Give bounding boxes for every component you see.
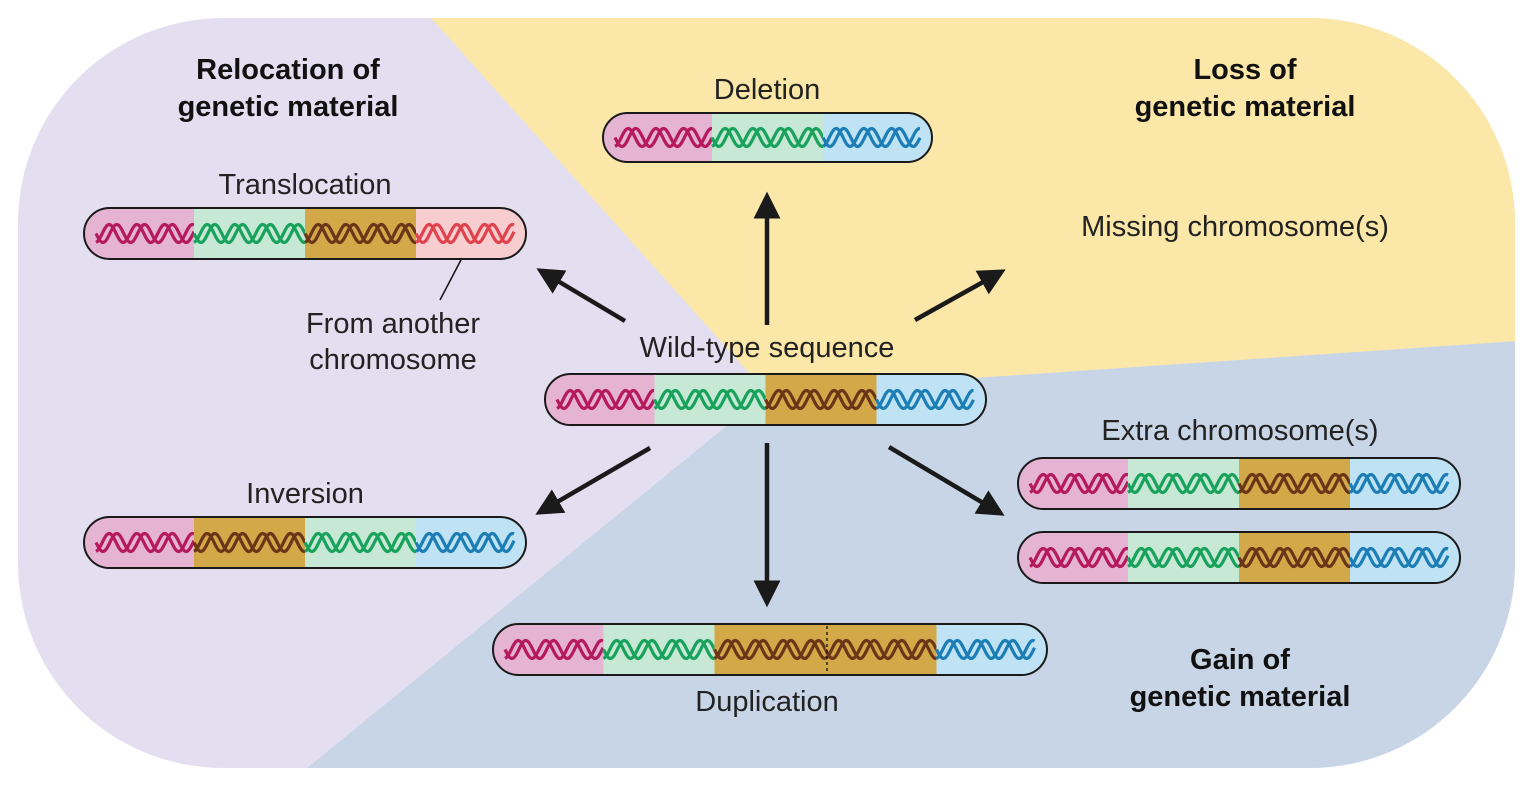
wild-type-label: Wild-type sequence [640, 332, 895, 364]
helix-strand-gold [713, 638, 826, 661]
gain-heading-line2: genetic material [1130, 681, 1351, 713]
helix-strand-blue [822, 126, 921, 149]
helix-strand-gold [192, 531, 307, 554]
chromosome-outline [544, 373, 987, 426]
helix-strand-green [653, 388, 766, 411]
relocation-heading-line2: genetic material [178, 91, 399, 123]
duplication-chromosome [492, 623, 1048, 676]
helix-strand-green [653, 388, 767, 411]
helix-strand-gold [824, 638, 937, 661]
loss-heading-line2: genetic material [1135, 91, 1356, 123]
loss-region [415, 18, 1515, 393]
deletion-chromosome [602, 112, 933, 163]
loss-heading-line1: Loss of [1193, 54, 1296, 86]
helix-strand-gold [1237, 472, 1352, 495]
inversion-chromosome [83, 516, 527, 569]
arrows [535, 191, 1006, 608]
duplication-label: Duplication [695, 686, 838, 718]
helix-strand-green [303, 531, 418, 554]
helix-strand-green [192, 222, 307, 245]
helix-strand-pink [556, 388, 655, 411]
helix-strand-green [711, 126, 824, 149]
gain-heading-line1: Gain of [1190, 644, 1290, 676]
helix-strand-pink [614, 126, 713, 149]
helix-strand-rose [415, 222, 515, 245]
helix-strand-gold [1237, 546, 1352, 569]
helix-strand-gold [764, 388, 878, 411]
chromosome-outline [492, 623, 1048, 676]
from-another-label-line1: From another [306, 308, 480, 340]
helix-strand-gold [764, 388, 877, 411]
chromosome-outline [83, 516, 527, 569]
helix-strand-green [1126, 472, 1241, 495]
from-another-label-line2: chromosome [309, 344, 477, 376]
helix-strand-gold [304, 222, 417, 245]
helix-strand-green [710, 126, 825, 149]
helix-strand-gold [193, 531, 306, 554]
helix-strand-green [602, 638, 715, 661]
arrow-to-inversion [535, 446, 652, 515]
extra-chromosome-label: Extra chromosome(s) [1101, 415, 1378, 447]
helix-strand-pink [95, 531, 195, 554]
helix-strand-green [193, 222, 306, 245]
helix-strand-blue [875, 388, 974, 411]
chromosome-outline [83, 207, 527, 260]
helix-strand-green [1127, 546, 1240, 569]
helix-strand-gold [303, 222, 418, 245]
helix-strand-green [602, 638, 716, 661]
translocation-chromosome [83, 207, 527, 260]
wild-type-chromosome [544, 373, 987, 426]
helix-strand-gold [713, 638, 827, 661]
helix-strand-green [304, 531, 417, 554]
from-another-pointer-line [439, 257, 463, 301]
inversion-label: Inversion [246, 478, 364, 510]
helix-strand-blue [1349, 472, 1449, 495]
relocation-heading-line1: Relocation of [196, 54, 380, 86]
deletion-label: Deletion [714, 74, 820, 106]
helix-strand-gold [1238, 546, 1351, 569]
chromosome-outline [602, 112, 933, 163]
helix-strand-gold [824, 638, 938, 661]
missing-chromosome-label: Missing chromosome(s) [1081, 211, 1389, 243]
translocation-label: Translocation [218, 169, 391, 201]
extra-chromosome-2 [1017, 531, 1461, 584]
helix-strand-blue [415, 531, 515, 554]
arrow-to-missing [913, 269, 1006, 322]
helix-strand-blue [1349, 546, 1449, 569]
arrow-to-extra [887, 445, 1005, 516]
helix-strand-gold [1238, 472, 1351, 495]
helix-strand-green [1126, 546, 1241, 569]
chromosome-outline [1017, 531, 1461, 584]
chromosome-outline [1017, 457, 1461, 510]
arrow-to-translocation [536, 268, 627, 323]
extra-chromosome-1 [1017, 457, 1461, 510]
helix-strand-green [1127, 472, 1240, 495]
helix-strand-blue [935, 638, 1036, 661]
helix-strand-pink [1029, 546, 1129, 569]
helix-strand-pink [504, 638, 604, 661]
helix-strand-pink [95, 222, 195, 245]
helix-strand-pink [1029, 472, 1129, 495]
